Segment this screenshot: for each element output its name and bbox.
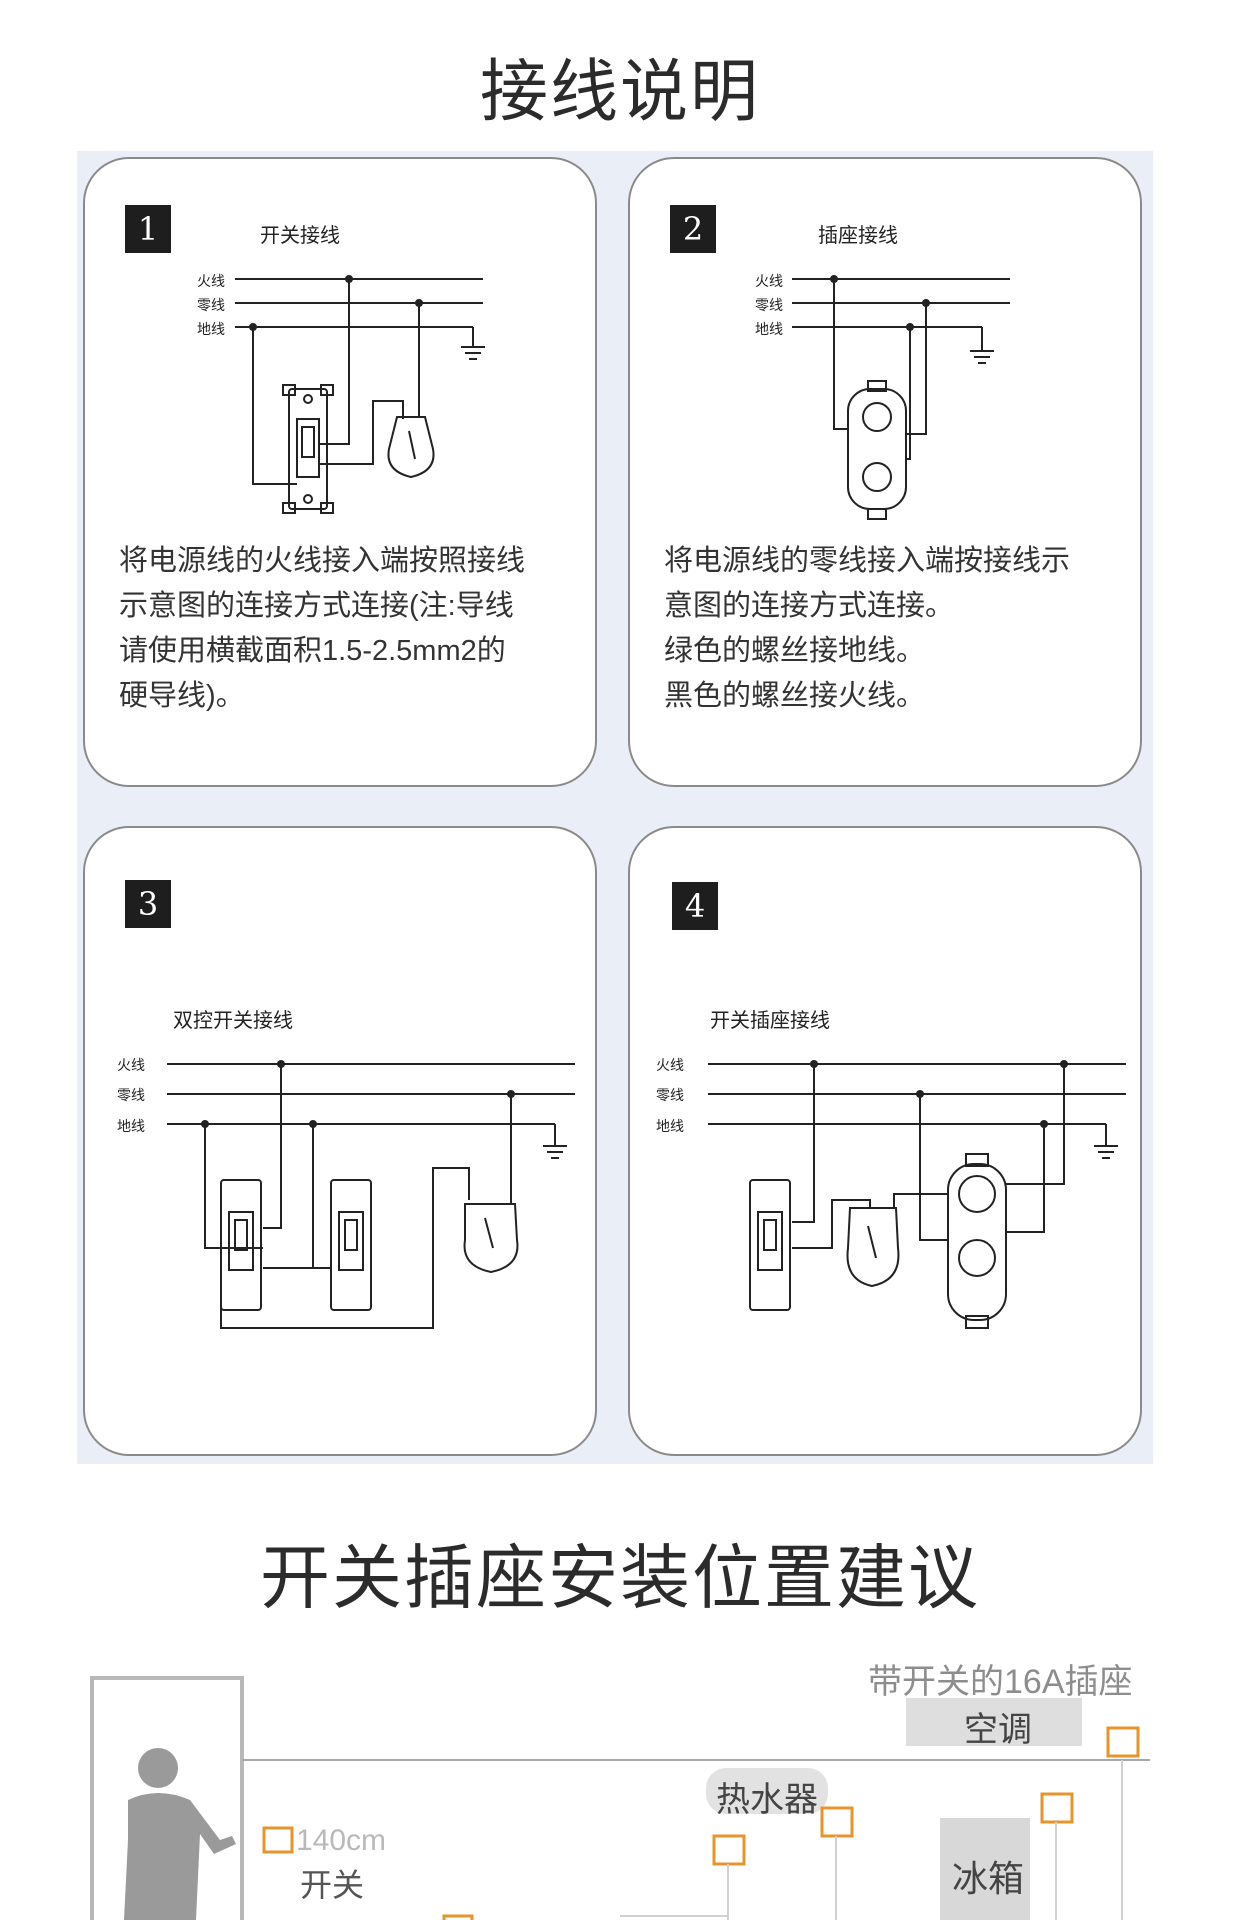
sixteen-amp-socket-note: 带开关的16A插座 <box>868 1663 1133 1701</box>
wire-label-live: 火线 <box>197 274 225 290</box>
socket-wiring-diagram <box>792 275 1010 520</box>
placement-illustration: 带开关的16A插座 空调 热水器 140cm 开关 冰箱 <box>0 1640 1240 1920</box>
wire-label-ground: 地线 <box>755 322 783 338</box>
card-description: 将电源线的火线接入端按照接线 示意图的连接方式连接(注:导线 请使用横截面积1.… <box>119 545 526 712</box>
card-two-way-switch-wiring: 3 双控开关接线 火线 零线 地线 <box>83 826 597 1456</box>
wire-label-ground: 地线 <box>656 1119 684 1135</box>
card-switch-wiring: 1 开关接线 火线 零线 地线 <box>83 157 597 787</box>
card-title: 开关插座接线 <box>710 1008 830 1032</box>
switch-socket-diagram <box>708 1060 1126 1329</box>
switch-label: 开关 <box>300 1867 365 1903</box>
water-heater-label: 热水器 <box>716 1781 818 1819</box>
step-number: 3 <box>125 880 171 928</box>
card-title: 双控开关接线 <box>173 1008 293 1032</box>
card-description: 将电源线的零线接入端按接线示 意图的连接方式连接。 绿色的螺丝接地线。 黑色的螺… <box>664 545 1071 712</box>
page-title: 接线说明 <box>479 54 760 130</box>
step-number: 1 <box>125 205 171 253</box>
switch-height-label: 140cm <box>296 1824 387 1857</box>
step-number: 2 <box>670 205 716 253</box>
fridge-label: 冰箱 <box>952 1858 1025 1899</box>
wire-label-neutral: 零线 <box>755 298 783 314</box>
wire-label-neutral: 零线 <box>197 298 225 314</box>
air-conditioner-label: 空调 <box>964 1711 1032 1749</box>
card-socket-wiring: 2 插座接线 火线 零线 地线 将电源线的零线接入端按 <box>628 157 1142 787</box>
switch-wiring-diagram <box>235 275 485 514</box>
card-title: 插座接线 <box>818 223 898 247</box>
wire-label-ground: 地线 <box>197 322 225 338</box>
card-title: 开关接线 <box>260 223 340 247</box>
room-outline <box>90 1676 1150 1920</box>
card-switch-socket-wiring: 4 开关插座接线 火线 零线 地线 <box>628 826 1142 1456</box>
wiring-panel: 1 开关接线 火线 零线 地线 <box>77 151 1153 1464</box>
wire-label-neutral: 零线 <box>656 1088 684 1104</box>
wire-label-live: 火线 <box>755 274 783 290</box>
step-number: 4 <box>672 882 718 930</box>
two-way-switch-diagram <box>167 1060 575 1329</box>
wire-label-live: 火线 <box>117 1058 145 1074</box>
wire-label-neutral: 零线 <box>117 1088 145 1104</box>
section-title: 开关插座安装位置建议 <box>260 1539 980 1617</box>
wire-label-live: 火线 <box>656 1058 684 1074</box>
wire-label-ground: 地线 <box>117 1119 145 1135</box>
